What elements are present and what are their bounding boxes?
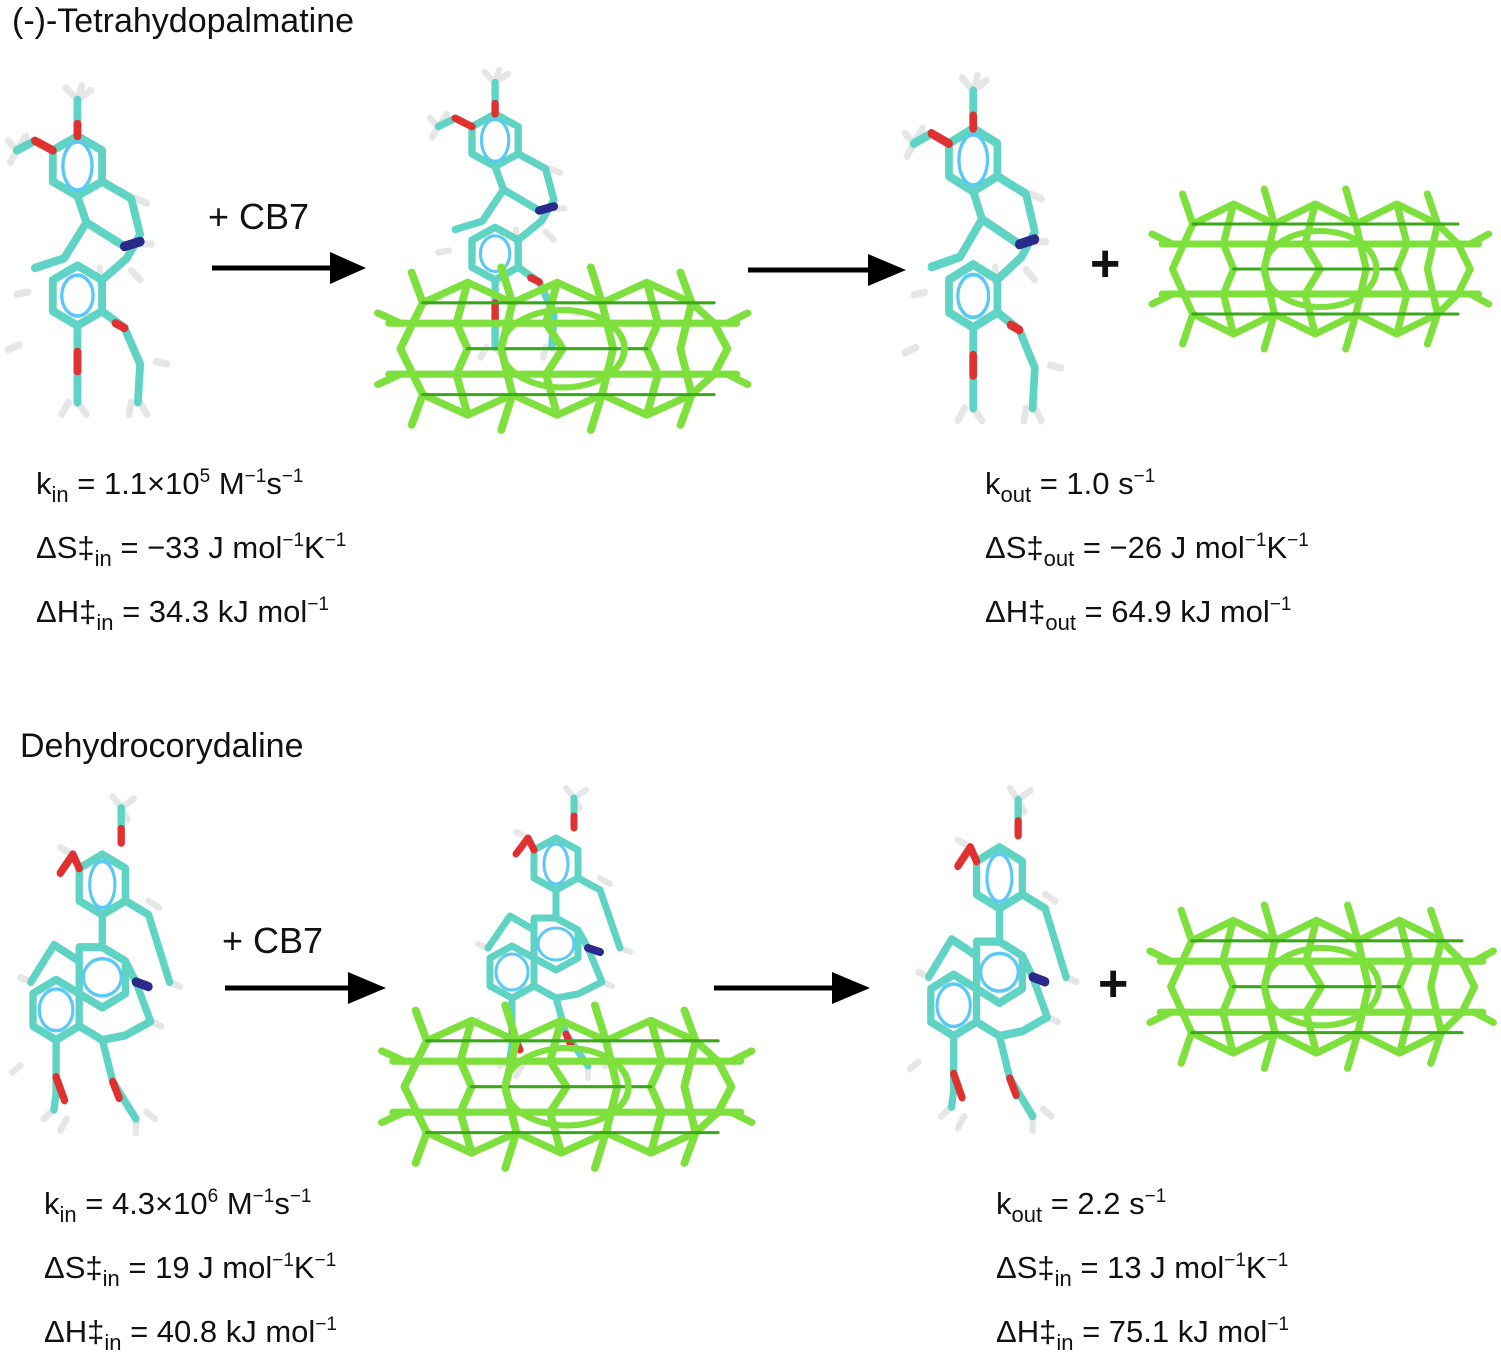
reagent-label-cb7-top: + CB7 [208,196,310,237]
kinetics-in-bottom: kin = 4.3×106 M−1s−1 ΔS‡in = 19 J mol−1K… [44,1172,337,1364]
enthalpy-in-equation: ΔH‡in = 40.8 kJ mol−1 [44,1314,337,1355]
thp-molecule-released [905,75,1061,420]
reaction-arrow-out-bottom [714,972,870,1004]
cb7-host-bottom [1150,905,1493,1068]
reaction-arrow-in-top [212,252,366,284]
compound-title-dehydrocorydaline: Dehydrocorydaline [20,727,304,765]
thp-molecule [8,86,167,415]
compound-title-tetrahydropalmatine: (-)-Tetrahydopalmatine [12,2,355,40]
k-in-equation: kin = 1.1×105 M−1s−1 [36,466,304,507]
k-out-equation: kout = 1.0 s−1 [985,466,1156,507]
kinetics-in-top: kin = 1.1×105 M−1s−1 ΔS‡in = −33 J mol−1… [36,452,346,644]
cb7-host-top [1152,189,1489,349]
kinetics-out-bottom: kout = 2.2 s−1 ΔS‡in = 13 J mol−1K−1 ΔH‡… [996,1172,1289,1364]
dhc-molecule-released [910,788,1076,1130]
kinetics-out-top: kout = 1.0 s−1 ΔS‡out = −26 J mol−1K−1 Δ… [985,452,1309,644]
plus-sign-bottom: + [1098,955,1129,1013]
enthalpy-in-equation: ΔH‡in = 34.3 kJ mol−1 [36,594,329,635]
dhc-cb7-complex [382,788,752,1168]
entropy-in-equation: ΔS‡in = 19 J mol−1K−1 [44,1250,337,1291]
thp-cb7-complex [378,70,748,430]
reaction-arrow-out-top [748,254,906,286]
entropy-out-equation: ΔS‡out = −26 J mol−1K−1 [985,530,1309,571]
k-in-equation: kin = 4.3×106 M−1s−1 [44,1186,312,1227]
reaction-arrow-in-bottom [225,972,386,1004]
entropy-in-equation: ΔS‡in = −33 J mol−1K−1 [36,530,347,571]
enthalpy-out-equation: ΔH‡in = 75.1 kJ mol−1 [996,1314,1289,1355]
k-out-equation: kout = 2.2 s−1 [996,1186,1167,1227]
entropy-out-equation: ΔS‡in = 13 J mol−1K−1 [996,1250,1289,1291]
reagent-label-cb7-bottom: + CB7 [222,920,324,961]
dhc-molecule [12,796,180,1132]
enthalpy-out-equation: ΔH‡out = 64.9 kJ mol−1 [985,594,1292,635]
plus-sign-top: + [1090,235,1121,293]
